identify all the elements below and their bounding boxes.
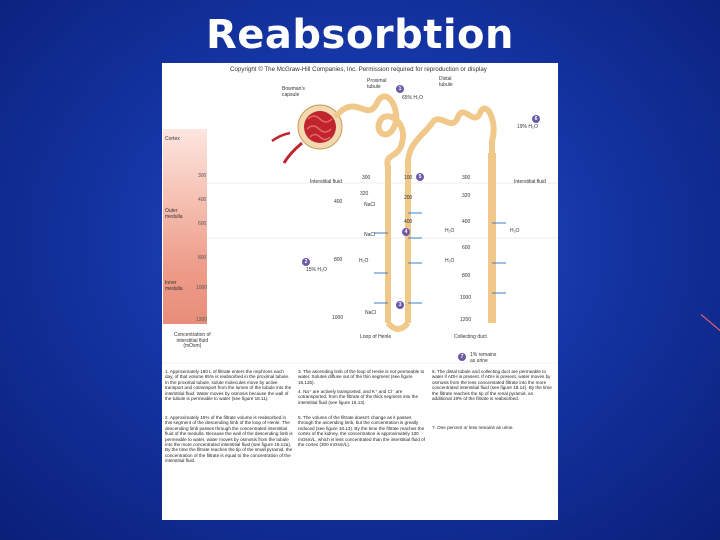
gradient-tick-300: 300 (198, 173, 207, 179)
value-100: 100 (404, 175, 413, 181)
gradient-tick-800: 800 (198, 255, 207, 261)
label-inner-medulla: Inner medulla (165, 280, 183, 292)
decorative-red-line (700, 314, 720, 332)
osmolarity-gradient-bar (163, 129, 207, 324)
value-200: 200 (404, 195, 413, 201)
value-1000-left: 1000 (332, 315, 344, 321)
gradient-tick-1200: 1200 (196, 317, 208, 323)
note-step-7: 7. One percent or less remains as urine. (432, 425, 514, 430)
value-400-right: 400 (462, 219, 471, 225)
note-step-2: 2. Approximately 15% of the filtrate vol… (165, 415, 293, 464)
label-h2o-collecting-2: H₂O (510, 228, 520, 234)
capillary-loops (306, 115, 333, 141)
label-remains-as-urine: 1% remains as urine (470, 352, 497, 364)
step-badge-2: 2 (302, 258, 310, 266)
note-step-1: 1. Approximately 180 L of filtrate enter… (165, 369, 292, 402)
copyright-notice: Copyright © The McGraw-Hill Companies, I… (230, 66, 487, 73)
value-320-right: 320 (462, 193, 471, 199)
label-bowmans-capsule: Bowman's capsule (282, 86, 305, 98)
gradient-tick-400: 400 (198, 197, 207, 203)
label-interstitial-right: Interstitial fluid (514, 179, 546, 185)
value-300-right: 300 (462, 175, 471, 181)
step-badge-5: 5 (416, 173, 424, 181)
distal-tubule (405, 105, 497, 166)
afferent-arteriole (282, 141, 303, 164)
nacl-arrows-ascending (408, 212, 422, 304)
label-nacl-2: NaCl (364, 232, 376, 238)
value-300-left: 300 (362, 175, 371, 181)
label-15-h2o: 15% H₂O (306, 267, 327, 273)
label-h2o-descending: H₂O (359, 258, 369, 264)
value-1000-right: 1000 (460, 295, 472, 301)
water-arrows-collecting (492, 222, 506, 294)
value-400-left: 400 (334, 199, 343, 205)
gradient-tick-1000: 1000 (196, 285, 208, 291)
label-h2o-collecting-3: H₂O (445, 258, 455, 264)
label-collecting-duct: Collecting duct (454, 334, 487, 340)
label-interstitial-left: Interstitial fluid (310, 179, 342, 185)
nephron-diagram (162, 93, 558, 364)
label-nacl-1: NaCl (364, 202, 376, 208)
proximal-tubule (334, 93, 406, 170)
label-outer-medulla: Outer medulla (165, 208, 183, 220)
note-step-3: 3. The ascending limb of the loop of Hen… (298, 369, 425, 385)
label-cortex: Cortex (165, 136, 180, 142)
efferent-arteriole (271, 131, 291, 143)
value-320: 320 (360, 191, 369, 197)
label-proximal-tubule: Proximal tubule (367, 78, 387, 90)
loop-bottom (385, 320, 411, 332)
label-nacl-3: NaCl (365, 310, 377, 316)
label-65-h2o: 65% H₂O (402, 95, 423, 101)
step-badge-3: 3 (396, 301, 404, 309)
note-step-5: 5. The volume of the filtrate doesn't ch… (298, 415, 425, 448)
water-arrows-descending (374, 232, 388, 304)
value-400-ascending: 400 (404, 219, 413, 225)
step-badge-7: 7 (458, 353, 466, 361)
label-h2o-collecting-1: H₂O (445, 228, 455, 234)
value-1200-right: 1200 (460, 317, 472, 323)
note-step-4: 4. Na⁺ are actively transported, and K⁺ … (298, 389, 419, 405)
step-badge-4: 4 (402, 228, 410, 236)
gradient-tick-600: 600 (198, 221, 207, 227)
label-distal-tubule: Distal tubule (439, 76, 453, 88)
step-badge-1: 1 (396, 85, 404, 93)
label-concentration: Concentration of interstitial fluid (mOs… (174, 332, 211, 350)
nephron-figure: Copyright © The McGraw-Hill Companies, I… (162, 63, 558, 520)
note-step-6: 6. The distal tubule and collecting duct… (432, 369, 552, 402)
label-loop-of-henle: Loop of Henle (360, 334, 392, 340)
value-800-right: 800 (462, 273, 471, 279)
value-800: 800 (334, 257, 343, 263)
value-600-right: 600 (462, 245, 471, 251)
step-badge-6: 6 (532, 115, 540, 123)
label-19-h2o: 19% H₂O (517, 124, 538, 130)
slide-title: Reabsorbtion (206, 12, 514, 58)
